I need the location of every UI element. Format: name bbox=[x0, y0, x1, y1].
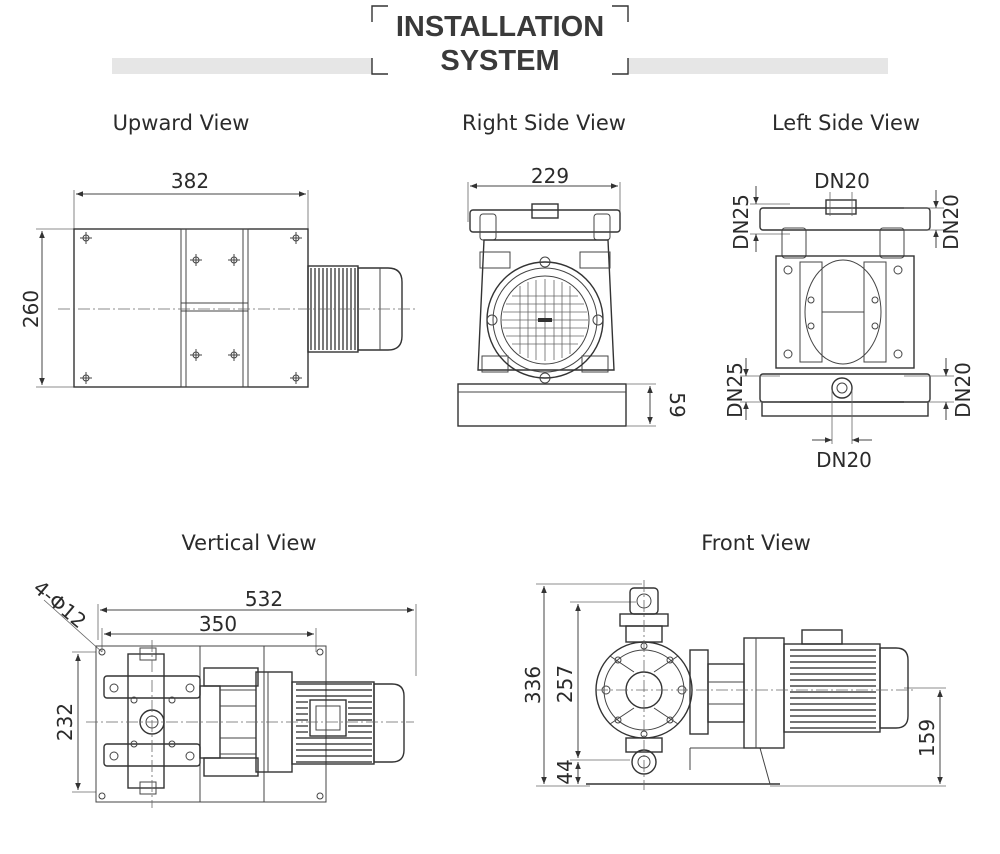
label-left-side-view: Left Side View bbox=[772, 111, 920, 135]
vertical-dim-height: 232 bbox=[53, 703, 77, 741]
left-dn-lower-right: DN20 bbox=[951, 362, 975, 418]
right-side-view-drawing: 229 5 bbox=[457, 164, 689, 427]
vertical-dim-holes: 4-Φ12 bbox=[29, 575, 91, 633]
header-title-line2: SYSTEM bbox=[440, 45, 559, 77]
left-dn-bottom: DN20 bbox=[816, 448, 872, 472]
front-dim-total-height: 336 bbox=[521, 666, 545, 704]
left-dn-upper-right: DN20 bbox=[939, 194, 963, 250]
right-dim-base: 59 bbox=[665, 392, 689, 417]
front-dim-shaft-height: 159 bbox=[915, 719, 939, 757]
left-dn-lower-left: DN25 bbox=[723, 362, 747, 418]
label-vertical-view: Vertical View bbox=[181, 531, 316, 555]
front-dim-base-height: 44 bbox=[553, 759, 577, 784]
upward-view-drawing: 382 260 bbox=[19, 169, 416, 388]
front-view-drawing: 336 257 44 159 bbox=[521, 580, 946, 790]
label-front-view: Front View bbox=[701, 531, 811, 555]
left-side-view-drawing: DN20 DN25 DN20 bbox=[723, 169, 975, 472]
header-bracket-top-left bbox=[371, 5, 388, 22]
front-dim-inlet-height: 257 bbox=[553, 665, 577, 703]
upward-dim-height: 260 bbox=[19, 290, 43, 328]
header-bracket-bottom-right bbox=[612, 58, 629, 75]
right-dim-width: 229 bbox=[531, 164, 569, 188]
header-title-line1: INSTALLATION bbox=[396, 11, 604, 43]
label-right-side-view: Right Side View bbox=[462, 111, 626, 135]
vertical-view-drawing: 4-Φ12 532 350 232 bbox=[29, 575, 417, 808]
header: INSTALLATION SYSTEM bbox=[112, 2, 888, 77]
left-dn-upper-left: DN25 bbox=[729, 194, 753, 250]
header-bracket-top-right bbox=[612, 5, 629, 22]
vertical-dim-base: 350 bbox=[199, 612, 237, 636]
header-bracket-bottom-left bbox=[371, 58, 388, 75]
vertical-dim-total: 532 bbox=[245, 587, 283, 611]
label-upward-view: Upward View bbox=[113, 111, 250, 135]
upward-dim-width: 382 bbox=[171, 169, 209, 193]
left-dn-top: DN20 bbox=[814, 169, 870, 193]
